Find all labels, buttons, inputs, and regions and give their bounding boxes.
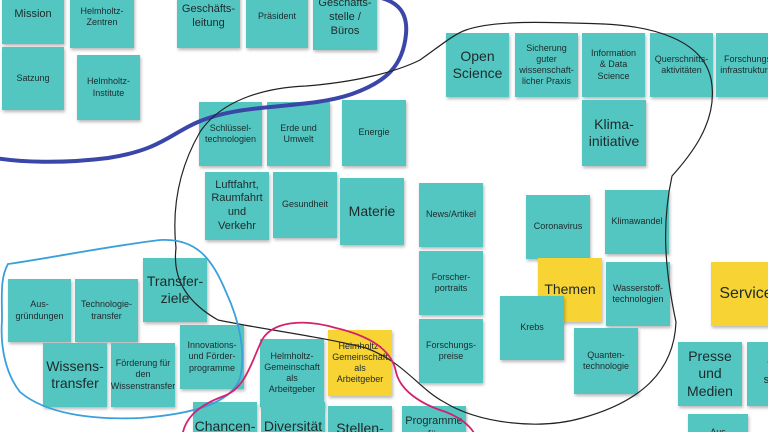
sticky-note-geschaeftsleitung[interactable]: Geschäfts- leitung xyxy=(177,0,240,48)
sticky-note-open-science[interactable]: Open Science xyxy=(446,33,509,97)
sticky-note-satzung[interactable]: Satzung xyxy=(2,47,64,110)
sticky-note-helmholtz-zentren[interactable]: Helmholtz- Zentren xyxy=(70,0,134,48)
sticky-note-querschnittsaktivitaeten[interactable]: Querschnitts- aktivitäten xyxy=(650,33,713,97)
sticky-note-partial-aus[interactable]: Aus xyxy=(688,414,748,432)
sticky-note-luftfahrt[interactable]: Luftfahrt, Raumfahrt und Verkehr xyxy=(205,172,269,240)
sticky-note-coronavirus[interactable]: Coronavirus xyxy=(526,195,590,259)
sticky-note-ausgruendungen[interactable]: Aus- gründungen xyxy=(8,279,71,342)
sticky-note-forschungspreise[interactable]: Forschungs- preise xyxy=(419,319,483,383)
sticky-note-mission[interactable]: Mission xyxy=(2,0,64,44)
sticky-note-forschungsinfrastrukturen[interactable]: Forschungs- infrastrukturen xyxy=(716,33,768,97)
sticky-note-gesundheit[interactable]: Gesundheit xyxy=(273,172,337,238)
sticky-note-arbeitgeber-yellow[interactable]: Helmholtz- Gemeinschaft als Arbeitgeber xyxy=(328,330,392,396)
sticky-note-service[interactable]: Service xyxy=(711,262,768,326)
sticky-note-foerderung-wissenstransfer[interactable]: Förderung für den Wissenstransfer xyxy=(111,343,175,407)
sticky-note-energie[interactable]: Energie xyxy=(342,100,406,166)
sticky-note-arbeitgeber-teal[interactable]: Helmholtz- Gemeinschaft als Arbeitgeber xyxy=(260,339,324,407)
sticky-note-praesident[interactable]: Präsident xyxy=(246,0,308,48)
sticky-note-erde-umwelt[interactable]: Erde und Umwelt xyxy=(267,102,330,166)
sticky-note-presse-medien[interactable]: Presse und Medien xyxy=(678,342,742,406)
sticky-note-diversitaet[interactable]: Diversität xyxy=(261,402,325,432)
sticky-note-quantentechnologie[interactable]: Quanten- technologie xyxy=(574,328,638,394)
sticky-note-klimainitiative[interactable]: Klima- initiative xyxy=(582,100,646,166)
sticky-note-partial-v[interactable]: V sta xyxy=(747,342,768,406)
sticky-note-wasserstofftechnologien[interactable]: Wasserstoff- technologien xyxy=(606,262,670,326)
sticky-note-technologietransfer[interactable]: Technologie- transfer xyxy=(75,279,138,342)
sticky-note-information-data-science[interactable]: Information & Data Science xyxy=(582,33,645,97)
sticky-note-innovationsprogramme[interactable]: Innovations- und Förder- programme xyxy=(180,325,244,389)
sticky-note-helmholtz-institute[interactable]: Helmholtz- Institute xyxy=(77,55,140,120)
sticky-note-krebs[interactable]: Krebs xyxy=(500,296,564,360)
sticky-note-transferziele[interactable]: Transfer- ziele xyxy=(143,258,207,322)
sticky-note-sicherung-praxis[interactable]: Sicherung guter wissenschaft- licher Pra… xyxy=(515,33,578,97)
sticky-note-schluesseltechnologien[interactable]: Schlüssel- technologien xyxy=(199,102,262,166)
sticky-note-forscherportraits[interactable]: Forscher- portraits xyxy=(419,251,483,315)
sticky-note-news-artikel[interactable]: News/Artikel xyxy=(419,183,483,247)
sticky-note-materie[interactable]: Materie xyxy=(340,178,404,245)
sticky-note-wissenstransfer[interactable]: Wissens- transfer xyxy=(43,343,107,407)
sticky-note-geschaeftsstelle[interactable]: Geschäfts- stelle / Büros xyxy=(313,0,377,50)
sticky-note-stellen[interactable]: Stellen- xyxy=(328,406,392,432)
sticky-note-klimawandel[interactable]: Klimawandel xyxy=(605,190,669,254)
sticky-note-programme-fuer[interactable]: Programme für xyxy=(402,406,466,432)
sticky-note-chancen[interactable]: Chancen- xyxy=(193,402,257,432)
